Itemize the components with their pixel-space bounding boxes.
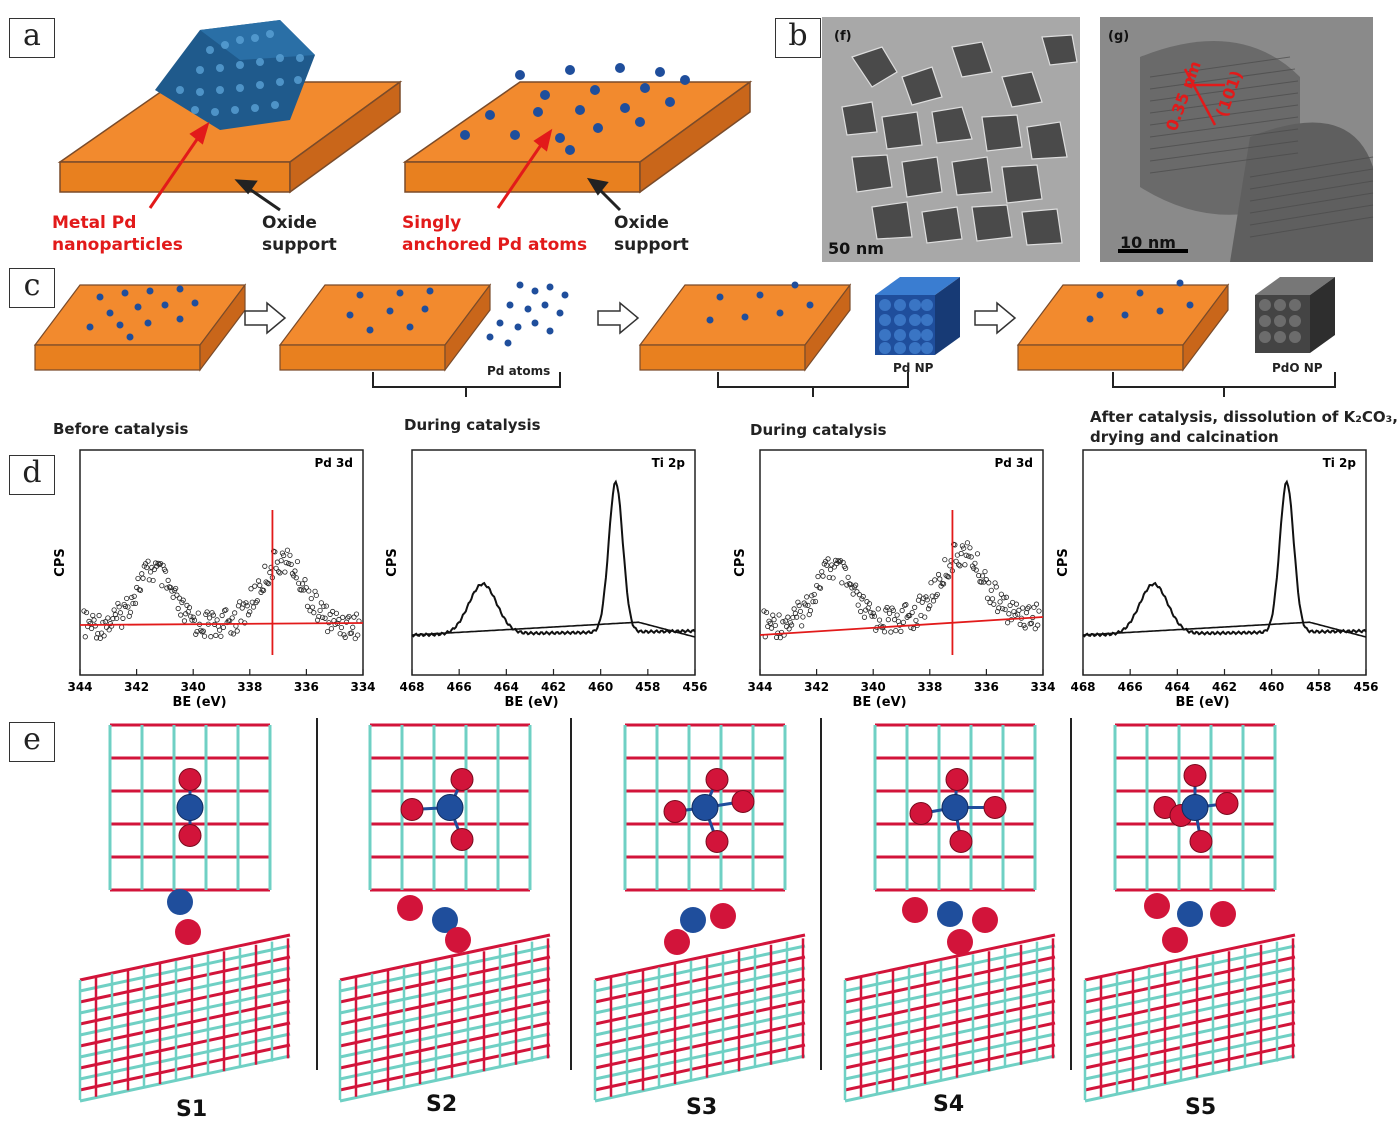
xps-tick-label: 458: [635, 680, 660, 694]
tem-image-g: (g) 0.35 nm (101) 10 nm: [1100, 17, 1374, 262]
xps-tick-label: 334: [350, 680, 375, 694]
xps-plot-4: Ti 2p CPS 468 466 464 462 460 458 456 BE (eV): [1056, 449, 1379, 710]
panel-label-c: c: [9, 268, 55, 308]
structure-3: [593, 723, 806, 1103]
tem-g-scale: 10 nm: [1120, 233, 1176, 252]
structure-1: [78, 723, 291, 1103]
xps-xlabel: BE (eV): [852, 695, 906, 710]
xps-tick-label: 468: [1070, 680, 1095, 694]
xps-tick-label: 338: [237, 680, 262, 694]
divider-3: [820, 718, 822, 1070]
single-pd-atoms: [460, 63, 690, 155]
during-catalysis-label-2: During catalysis: [750, 421, 887, 439]
xps-tick-label: 336: [294, 680, 319, 694]
pdo-np-cube: [1255, 277, 1335, 353]
pd-np-cube: [875, 277, 960, 355]
oxide-support-label-left: Oxide support: [262, 213, 337, 255]
xps-tick-label: 464: [494, 680, 519, 694]
xps-plot-title: Pd 3d: [994, 456, 1033, 470]
pd-np-label: Pd NP: [893, 361, 934, 375]
xps-tick-label: 466: [1118, 680, 1143, 694]
xps-tick-label: 344: [67, 680, 92, 694]
xps-tick-label: 344: [747, 680, 772, 694]
xps-tick-label: 468: [399, 680, 424, 694]
xps-plot-3: Pd 3d CPS 344 342 340 338 336 334 BE (eV): [733, 449, 1056, 710]
structure-label-s2: S2: [426, 1092, 458, 1117]
xps-tick-label: 340: [181, 680, 206, 694]
xps-plot-title: Ti 2p: [652, 456, 686, 470]
divider-2: [570, 718, 572, 1070]
panel-label-d: d: [9, 455, 55, 495]
pdo-np-label: PdO NP: [1272, 361, 1323, 375]
xps-tick-label: 336: [974, 680, 999, 694]
xps-tick-label: 334: [1030, 680, 1055, 694]
dft-structures: [78, 723, 1296, 1103]
oxide-slab-right: [402, 80, 753, 194]
xps-tick-label: 456: [682, 680, 707, 694]
divider-1: [316, 718, 318, 1070]
xps-tick-label: 338: [917, 680, 942, 694]
xps-xlabel: BE (eV): [504, 695, 558, 710]
xps-spectra: Pd 3d CPS 344 342 340 338 336 334 BE (eV) Ti 2p CP…: [53, 449, 1379, 710]
xps-tick-label: 456: [1353, 680, 1378, 694]
divider-4: [1070, 718, 1072, 1070]
structure-label-s1: S1: [176, 1097, 208, 1122]
xps-ylabel: CPS: [385, 548, 400, 576]
tem-f-tag: (f): [834, 29, 852, 44]
panel-label-e: e: [9, 722, 55, 762]
xps-xlabel: BE (eV): [172, 695, 226, 710]
xps-plot-1: Pd 3d CPS 344 342 340 338 336 334 BE (eV): [53, 449, 376, 710]
xps-tick-label: 460: [588, 680, 613, 694]
tem-g-tag: (g): [1108, 29, 1130, 44]
xps-tick-label: 342: [124, 680, 149, 694]
single-pd-label: Singly anchored Pd atoms: [402, 213, 588, 255]
after-catalysis-label-2: drying and calcination: [1090, 428, 1279, 446]
xps-ylabel: CPS: [733, 548, 748, 576]
before-catalysis-label: Before catalysis: [53, 420, 189, 438]
panel-label-a: a: [9, 18, 55, 58]
panel-c-illustration: [34, 277, 1336, 397]
xps-plot-title: Ti 2p: [1323, 456, 1357, 470]
during-catalysis-label-1: During catalysis: [404, 416, 541, 434]
xps-plot-title: Pd 3d: [314, 456, 353, 470]
tem-particles: [822, 17, 1080, 262]
xps-ylabel: CPS: [1056, 548, 1071, 576]
pd-nanoparticle: [155, 20, 315, 130]
xps-tick-label: 462: [541, 680, 566, 694]
xps-xlabel: BE (eV): [1175, 695, 1229, 710]
structure-4: [843, 723, 1056, 1103]
oxide-support-label-right: Oxide support: [614, 213, 689, 255]
panel-label-b: b: [775, 18, 821, 58]
structure-label-s3: S3: [686, 1095, 718, 1120]
tem-image-f: (f) 50 nm: [822, 17, 1080, 262]
xps-tick-label: 466: [447, 680, 472, 694]
xps-tick-label: 460: [1259, 680, 1284, 694]
panel-a-illustration: [57, 20, 753, 212]
structure-2: [338, 723, 551, 1103]
xps-tick-label: 464: [1165, 680, 1190, 694]
xps-tick-label: 462: [1212, 680, 1237, 694]
xps-tick-label: 458: [1306, 680, 1331, 694]
structure-5: [1083, 723, 1296, 1103]
tem-f-scale: 50 nm: [828, 239, 884, 258]
structure-label-s4: S4: [933, 1092, 965, 1117]
tem-lattice: [1100, 17, 1374, 262]
pd-atoms-label: Pd atoms: [487, 364, 551, 378]
xps-tick-label: 340: [861, 680, 886, 694]
xps-ylabel: CPS: [53, 548, 68, 576]
xps-tick-label: 342: [804, 680, 829, 694]
xps-plot-2: Ti 2p CPS 468 466 464 462 460 458 456 BE (eV): [385, 449, 708, 710]
structure-label-s5: S5: [1185, 1095, 1217, 1120]
after-catalysis-label-1: After catalysis, dissolution of K₂CO₃,: [1090, 408, 1398, 426]
metal-pd-label: Metal Pd nanoparticles: [52, 213, 183, 255]
